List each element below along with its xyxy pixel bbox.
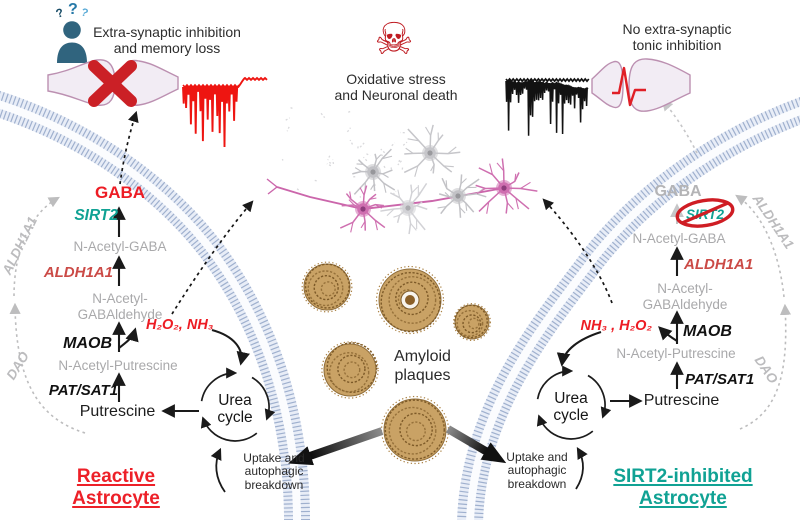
right-astrocyte-title: SIRT2-inhibited Astrocyte [613,466,753,510]
right-gaba-label: GABA [654,183,702,200]
left-byproducts-label: H₂O₂, NH₃ [146,317,214,333]
degenerating-neuron-debris [281,106,422,198]
right-putrescine-label: Putrescine [643,392,720,409]
caption-no-inhibition: No extra-synaptic tonic inhibition [622,21,732,54]
left-astrocyte-membrane [0,90,310,520]
right-astrocyte-membrane [457,97,800,520]
caption-memory-loss: Extra-synaptic inhibition and memory los… [93,24,241,57]
left-sirt2-label: SIRT2 [74,207,118,224]
question-mark-icon: ? [68,1,78,18]
left-gaba-label: GABA [94,183,146,202]
left-aldh1a1-label: ALDH1A1 [43,264,113,281]
left-astrocyte-title: Reactive Astrocyte [72,466,160,510]
right-n-acetyl-gaba-label: N-Acetyl-GABA [632,231,726,246]
left-urea-cycle-label: Urea cycle [217,392,253,427]
right-uptake-label: Uptake and autophagic breakdown [506,450,568,491]
dashed-signal-arrows [119,110,613,315]
left-uptake-label: Uptake and autophagic breakdown [243,451,305,492]
action-potential-spike [612,66,646,107]
skull-icon: ☠ [374,15,414,64]
left-n-acetyl-gaba-label: N-Acetyl-GABA [73,239,167,254]
sirt2-prohibition-icon [675,198,735,228]
plaque-uptake-arrow-left [288,427,384,466]
amyloid-plaques-label: Amyloid plaques [394,348,451,384]
plaque-uptake-arrow-right [445,425,507,464]
right-n-acetyl-putrescine-label: N-Acetyl-Putrescine [616,346,736,361]
person-icon [57,21,87,63]
side-pathway-arrows [9,99,792,434]
confusion-question-marks: ? ? ? [54,2,94,26]
right-aldh1a1-label: ALDH1A1 [684,256,754,273]
right-maob-label: MAOB [683,323,732,340]
amyloid-plaques-art [301,261,491,465]
question-mark-icon: ? [79,6,90,20]
question-mark-icon: ? [54,5,66,21]
right-pathway-arrows [556,246,684,490]
left-pathway-arrows [112,206,250,493]
right-urea-cycle-arrows [536,365,612,440]
left-n-acetyl-gabaldehyde-label: N-Acetyl- GABAldehyde [77,291,163,322]
left-urea-cycle-arrows [200,367,276,442]
right-n-acetyl-gabaldehyde-label: N-Acetyl- GABAldehyde [642,281,728,312]
left-pat-sat1-label: PAT/SAT1 [48,382,118,399]
neuron-cluster [266,124,538,235]
right-byproducts-label: NH₃ , H₂O₂ [580,318,652,334]
right-pat-sat1-label: PAT/SAT1 [685,371,755,388]
blocked-synapse-x-icon [88,60,137,107]
right-urea-cycle-label: Urea cycle [553,390,589,425]
left-maob-label: MAOB [63,335,112,352]
left-n-acetyl-putrescine-label: N-Acetyl-Putrescine [58,358,178,373]
caption-oxidative-stress: Oxidative stress and Neuronal death [334,71,458,104]
electrophysiology-traces [182,76,590,148]
left-putrescine-label: Putrescine [79,403,156,420]
